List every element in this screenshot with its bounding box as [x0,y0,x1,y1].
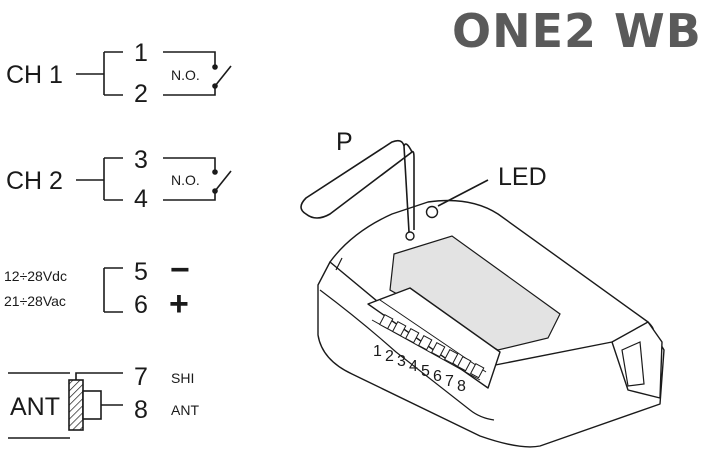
power-pin-negative: 5 [134,258,148,286]
jumper-wire-icon [300,139,415,233]
power-ac-label: 21÷28Vac [4,293,66,309]
power-schematic: 12÷28Vdc 21÷28Vac 5 6 − + [4,251,190,323]
receiver-device: 1 2 3 4 5 6 7 8 LED P [300,128,665,448]
antenna-pin-signal: 8 [134,396,148,424]
channel-1-pin-b: 2 [134,80,148,108]
channel-1-schematic: CH 1 1 2 N.O. [6,39,232,108]
negative-symbol: − [170,251,190,289]
terminal-number-row: 1 2 3 4 5 6 7 8 [373,343,466,395]
jumper-label: P [336,128,353,156]
led-indicator-icon [425,205,439,219]
terminal-number: 2 [385,348,394,365]
channel-2-schematic: CH 2 3 4 N.O. [6,146,232,213]
terminal-number: 6 [433,368,442,385]
channel-1-label: CH 1 [6,61,63,89]
antenna-pin-signal-label: ANT [171,402,199,418]
led-label: LED [498,163,547,191]
channel-2-label: CH 2 [6,167,63,195]
channel-2-pin-b: 4 [134,185,148,213]
product-title: ONE2 WB [452,4,701,58]
terminal-number: 1 [373,343,382,360]
antenna-pin-shield-label: SHI [171,370,194,386]
power-dc-label: 12÷28Vdc [4,268,67,284]
terminal-number: 7 [445,373,454,390]
terminal-number: 4 [409,358,418,375]
terminal-number: 5 [421,363,430,380]
antenna-label: ANT [10,393,60,421]
channel-1-contact-label: N.O. [171,67,200,83]
antenna-schematic: ANT 7 SHI 8 ANT [8,363,199,439]
positive-symbol: + [169,285,189,323]
power-pin-positive: 6 [134,291,148,319]
antenna-pin-shield: 7 [134,363,148,391]
terminal-number: 3 [397,353,406,370]
channel-2-contact-label: N.O. [171,172,200,188]
antenna-connector-icon [68,379,84,431]
channel-1-pin-a: 1 [134,39,148,67]
channel-2-pin-a: 3 [134,146,148,174]
terminal-number: 8 [457,378,466,395]
